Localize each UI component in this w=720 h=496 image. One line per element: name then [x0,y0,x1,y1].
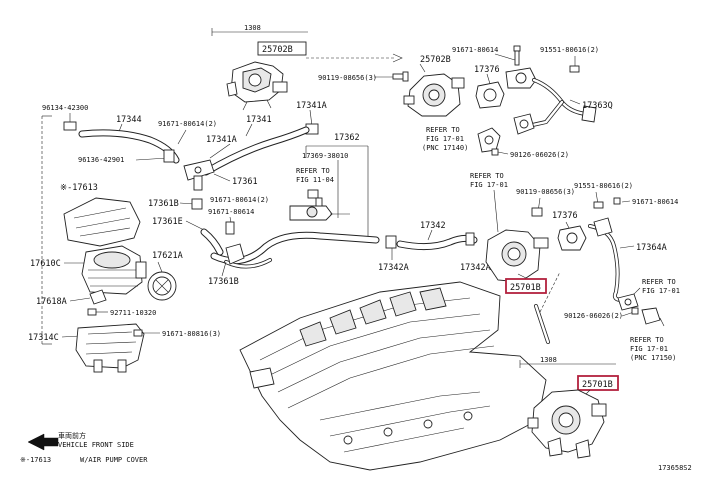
exhaust-pipe-group-lower: 91551-80616(2) 17376 91671-80614 17364A … [552,182,680,362]
label-17363Q[interactable]: 17363Q [582,101,613,111]
label-91671-80816[interactable]: 91671-80816(3) [162,330,221,338]
label-17621A[interactable]: 17621A [152,251,183,261]
label-25701B-a[interactable]: 25701B [510,283,541,293]
label-17376-b[interactable]: 17376 [552,211,578,221]
hose-group-17361B: 17361B 91671-80614(2) 91671-80614 17361E… [148,196,380,287]
refer1-line2[interactable]: FIG 17-01 [426,135,464,143]
label-17361B-b[interactable]: 17361B [208,277,239,287]
label-17342[interactable]: 17342 [420,221,446,231]
label-96136-42901[interactable]: 96136-42901 [78,156,124,164]
refer5-line3[interactable]: (PNC 17150) [630,354,676,362]
label-96134-42300[interactable]: 96134-42300 [42,104,88,112]
label-17344[interactable]: 17344 [116,115,142,125]
refer3-line1[interactable]: REFER TO [470,172,504,180]
refer-to-11-04-line2[interactable]: FIG 11-04 [296,176,334,184]
label-25702B-b[interactable]: 25702B [420,55,451,65]
label-17613[interactable]: ※-17613 [60,183,98,193]
front-label-en: VEHICLE FRONT SIDE [58,441,134,449]
label-25702B[interactable]: 25702B [262,45,293,55]
bracket-17314C: 17314C 91671-80816(3) [28,323,221,373]
label-17314C[interactable]: 17314C [28,333,59,343]
label-17341A[interactable]: 17341A [206,135,237,145]
refer3-line2[interactable]: FIG 17-01 [470,181,508,189]
valve-25702B-unit: 25702B 90119-08656(3) [318,55,465,117]
valve-25701B-assembly: 1308 25701B [519,356,619,459]
label-91671-80614-a[interactable]: 91671-80614 [452,46,498,54]
label-17610C[interactable]: 17610C [30,259,61,269]
label-90126-06026-b[interactable]: 90126-06026(2) [564,312,623,320]
highlight-25701B-a [505,278,547,294]
refer-to-11-04-line1[interactable]: REFER TO [296,167,330,175]
valve-25701B-middle: REFER TO FIG 17-01 90119-08656(3) 25701B [470,172,575,294]
refer4-line1[interactable]: REFER TO [642,278,676,286]
label-17342A-b[interactable]: 17342A [460,263,491,273]
label-17341A-b[interactable]: 17341A [296,101,327,111]
refer5-line2[interactable]: FIG 17-01 [630,345,668,353]
diagram-id: 173658S2 [658,464,692,472]
footnote-text: W/AIR PUMP COVER [80,456,148,464]
label-17362[interactable]: 17362 [334,133,360,143]
label-90126-06026-a[interactable]: 90126-06026(2) [510,151,569,159]
valve-assembly-25702B-exploded: 1308 25702B [211,24,403,111]
refer1-line3[interactable]: (PNC 17140) [422,144,468,152]
label-90119-08656-b[interactable]: 90119-08656(3) [516,188,575,196]
label-17361E[interactable]: 17361E [152,217,183,227]
label-91671-80614-2[interactable]: 91671-80614(2) [158,120,217,128]
front-arrow-icon [27,433,59,451]
label-17376-a[interactable]: 17376 [474,65,500,75]
label-91671-80614-d[interactable]: 91671-80614 [632,198,678,206]
refer4-line2[interactable]: FIG 17-01 [642,287,680,295]
label-17361B[interactable]: 17361B [148,199,179,209]
label-92711-10320[interactable]: 92711-10320 [110,309,156,317]
bracket-top-label: 1308 [244,24,261,32]
air-pump-17610C: 17610C 17621A 17618A 92711-10320 [30,245,183,317]
label-17341[interactable]: 17341 [246,115,272,125]
vsv-group-17362: 17362 17369-38010 REFER TO FIG 11-04 [289,133,369,236]
refer1-line1[interactable]: REFER TO [426,126,460,134]
front-direction-legend: 車両前方 VEHICLE FRONT SIDE ※-17613 W/AIR PU… [20,431,148,464]
label-17361[interactable]: 17361 [232,177,258,187]
engine-intake-manifold [239,271,561,471]
highlight-25701B-b [577,375,619,391]
label-91551-80616-b[interactable]: 91551-80616(2) [574,182,633,190]
label-17369-38010[interactable]: 17369-38010 [302,152,348,160]
label-90119-08656-a[interactable]: 90119-08656(3) [318,74,377,82]
label-25701B-b[interactable]: 25701B [582,380,613,390]
air-pump-cover-17613: ※-17613 [41,115,141,345]
front-label-jp: 車両前方 [58,431,86,440]
label-91671-80614-c[interactable]: 91671-80614 [208,208,254,216]
bracket-bottom-label[interactable]: 1308 [540,356,557,364]
label-91551-80616-a[interactable]: 91551-80616(2) [540,46,599,54]
footnote-code: ※-17613 [20,456,51,464]
label-17364A[interactable]: 17364A [636,243,667,253]
label-17342A[interactable]: 17342A [378,263,409,273]
refer5-line1[interactable]: REFER TO [630,336,664,344]
exhaust-pipe-group-top: 91671-80614 91551-80616(2) 17376 [422,45,613,159]
hose-17342-group: 17342 17342A 17342A [378,221,495,273]
label-17618A[interactable]: 17618A [36,297,67,307]
label-91671-80614-2b[interactable]: 91671-80614(2) [210,196,269,204]
upper-hose-group: 96134-42300 17344 91671-80614(2) 17341 1… [42,101,327,191]
